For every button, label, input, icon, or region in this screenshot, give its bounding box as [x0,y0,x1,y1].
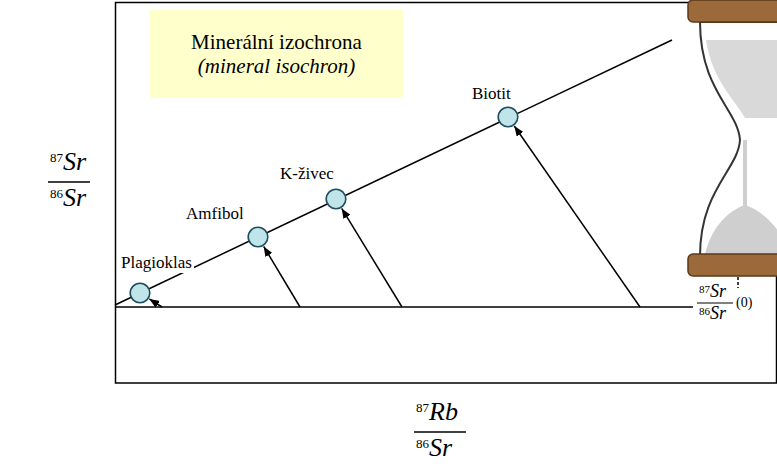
mineral-point: Plagioklas [129,282,151,304]
element-symbol: Sr [429,435,452,461]
label-anchor: Sr [710,282,726,300]
label-anchor: Amfibol [186,204,244,224]
point-circle [326,189,346,209]
mineral-point: Amfibol [247,226,269,248]
ratio-suffix: (0) [736,296,752,310]
label-anchor: Rb [429,399,458,425]
label-anchor: 87 [699,284,710,295]
element-symbol: Sr [63,185,86,211]
element-symbol: Rb [429,399,458,425]
element-symbol: Sr [710,282,726,300]
label-anchor: (0) [736,296,752,310]
point-circle [325,188,347,210]
element-symbol: Sr [63,149,86,175]
isotope-mass: 87 [50,151,63,164]
label-anchor: Sr [63,185,86,211]
mineral-label: K-živec [280,164,334,184]
title-box: Minerální izochrona(mineral isochron) [150,10,403,98]
point-circle [247,226,269,248]
label-anchor: Sr [429,435,452,461]
fraction-bar [48,181,90,182]
label-anchor: Sr [63,149,86,175]
label-anchor: 86 [416,437,429,450]
label-anchor: Plagioklas [119,253,194,273]
isotope-mass: 86 [416,437,429,450]
point-circle [497,106,519,128]
isotope-mass: 87 [699,284,710,295]
x-axis-baseline [115,306,693,308]
isotope-mass: 86 [699,306,710,317]
fraction-bar [414,431,466,432]
point-circle [129,282,151,304]
label-anchor: K-živec [280,164,334,184]
point-circle [248,227,268,247]
subtitle-text: (mineral isochron) [198,54,355,78]
evolution-arrow [149,299,162,307]
label-anchor: Sr [710,304,726,322]
point-circle [498,107,518,127]
label-anchor: 87 [50,151,63,164]
label-anchor: Biotit [472,84,511,104]
label-anchor: 86 [699,306,710,317]
mineral-label: Plagioklas [119,253,194,273]
evolution-arrow [264,246,300,307]
evolution-arrow [514,126,640,307]
element-symbol: Sr [710,304,726,322]
point-circle [130,283,150,303]
isotope-mass: 86 [50,187,63,200]
mineral-point: Biotit [497,106,519,128]
title-text: Minerální izochrona [191,30,362,54]
plot-frame [116,3,777,384]
evolution-arrow [342,208,402,307]
mineral-label: Amfibol [186,204,244,224]
mineral-point: K-živec [325,188,347,210]
isotope-mass: 87 [416,401,429,414]
label-anchor: 86 [50,187,63,200]
mineral-label: Biotit [472,84,511,104]
label-anchor: 87 [416,401,429,414]
hourglass-icon [688,0,777,288]
